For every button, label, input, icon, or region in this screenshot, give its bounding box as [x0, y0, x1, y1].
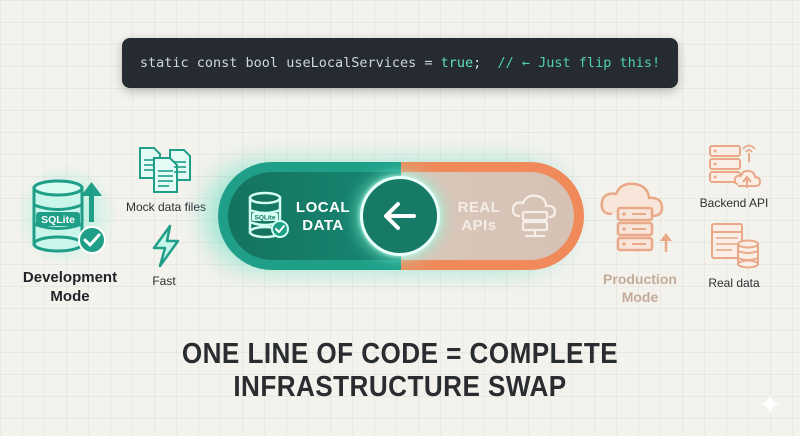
mock-data-files-label: Mock data files — [125, 200, 207, 214]
documents-icon — [139, 147, 191, 193]
cloud-server-icon — [511, 194, 557, 238]
production-cloud-server-icon — [600, 182, 672, 252]
code-value: true — [440, 55, 474, 71]
local-database-icon: SQLite — [248, 191, 289, 239]
fast-label: Fast — [152, 274, 176, 288]
real-data-icon — [711, 223, 759, 269]
real-data-label: Real data — [708, 276, 760, 290]
code-declaration: static const bool useLocalServices = — [139, 55, 441, 71]
real-apis-label: REAL APIs — [457, 199, 501, 234]
sqlite-database-icon: SQLite — [16, 163, 118, 267]
arrow-left-icon — [384, 202, 416, 230]
headline: ONE LINE OF CODE = COMPLETE INFRASTRUCTU… — [181, 338, 619, 403]
development-mode-label: Development Mode — [22, 269, 118, 305]
code-snippet: static const bool useLocalServices = tru… — [122, 38, 678, 88]
backend-api-label: Backend API — [699, 196, 769, 210]
local-data-label: LOCAL DATA — [295, 199, 351, 234]
sparkle-icon — [759, 393, 781, 415]
svg-text:SQLite: SQLite — [41, 214, 75, 226]
svg-text:SQLite: SQLite — [255, 215, 276, 222]
lightning-icon — [152, 224, 180, 268]
code-semicolon: ; — [473, 55, 498, 71]
code-comment: // ← Just flip this! — [497, 55, 661, 71]
backend-server-icon — [709, 144, 762, 188]
production-mode-label: Production Mode — [603, 271, 677, 305]
